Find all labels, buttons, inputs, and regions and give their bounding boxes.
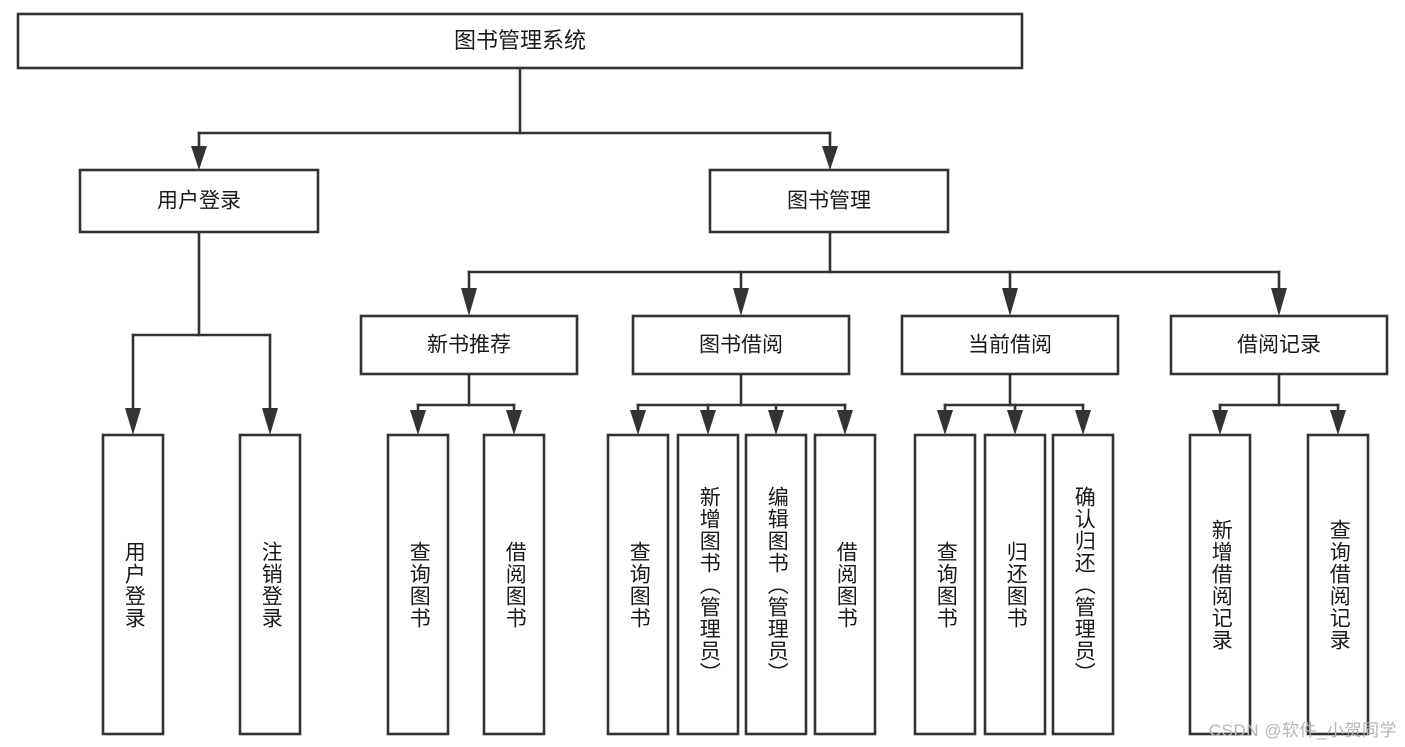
arrowhead-cb-confirm-return	[1075, 410, 1091, 435]
node-box-leaf-br-add-record[interactable]	[1188, 433, 1252, 736]
node-label-borrow-record: 借阅记录	[1237, 334, 1321, 357]
node-label-current-borrow: 当前借阅	[968, 334, 1052, 357]
arrowhead-bb-query-book	[630, 410, 646, 435]
node-box-leaf-bb-edit-book[interactable]	[744, 433, 808, 736]
node-box-book-borrow[interactable]	[631, 314, 851, 376]
arrowhead-borrow-record	[1271, 288, 1287, 316]
node-box-leaf-bb-add-book[interactable]	[676, 433, 740, 736]
node-label-book-manage: 图书管理	[787, 190, 871, 213]
arrowhead-br-query-record	[1330, 410, 1346, 435]
node-label-user-login: 用户登录	[157, 190, 241, 213]
node-box-leaf-nb-borrow-book[interactable]	[482, 433, 546, 736]
arrowhead-nb-borrow-book	[506, 410, 522, 435]
arrowhead-cb-return-book	[1007, 410, 1023, 435]
arrowhead-bb-edit-book	[768, 410, 784, 435]
node-box-leaf-bb-query-book[interactable]	[606, 433, 670, 736]
node-box-leaf-cb-query-book[interactable]	[913, 433, 977, 736]
node-box-leaf-br-query-record[interactable]	[1306, 433, 1370, 736]
arrowhead-br-add-record	[1212, 410, 1228, 435]
node-box-book-manage[interactable]	[708, 168, 950, 234]
arrowhead-cb-query-book	[937, 410, 953, 435]
arrowhead-bb-borrow-book	[837, 410, 853, 435]
arrowhead-leaf-logout	[262, 408, 278, 435]
node-box-borrow-record[interactable]	[1169, 314, 1389, 376]
arrowhead-book-manage	[822, 146, 838, 170]
arrowhead-leaf-user-login	[125, 408, 141, 435]
node-box-leaf-cb-confirm-return[interactable]	[1051, 433, 1115, 736]
arrowhead-book-borrow	[733, 288, 749, 316]
node-box-leaf-nb-query-book[interactable]	[386, 433, 450, 736]
node-layer: 图书管理系统 用户登录 图书管理 新书推荐 图书借阅 当前借阅 借阅记录	[16, 12, 1389, 736]
arrowhead-nb-query-book	[410, 410, 426, 435]
arrowhead-user-login	[191, 146, 207, 170]
node-box-leaf-logout[interactable]	[238, 433, 302, 736]
node-label-root: 图书管理系统	[454, 28, 586, 53]
node-box-user-login[interactable]	[78, 168, 320, 234]
arrowhead-bb-add-book	[700, 410, 716, 435]
node-label-new-book-recommend: 新书推荐	[427, 334, 511, 357]
node-box-root[interactable]	[16, 12, 1024, 70]
node-box-leaf-user-login[interactable]	[101, 433, 165, 736]
csdn-watermark: CSDN @软件_小贺同学	[1208, 721, 1397, 740]
node-box-leaf-cb-return-book[interactable]	[983, 433, 1047, 736]
arrowhead-current-borrow	[1002, 288, 1018, 316]
node-box-leaf-bb-borrow-book[interactable]	[813, 433, 877, 736]
arrowhead-new-book-rec	[461, 288, 477, 316]
node-label-book-borrow: 图书借阅	[699, 334, 783, 357]
node-box-new-book-recommend[interactable]	[359, 314, 579, 376]
connector-layer	[125, 66, 1346, 435]
node-box-current-borrow[interactable]	[900, 314, 1120, 376]
